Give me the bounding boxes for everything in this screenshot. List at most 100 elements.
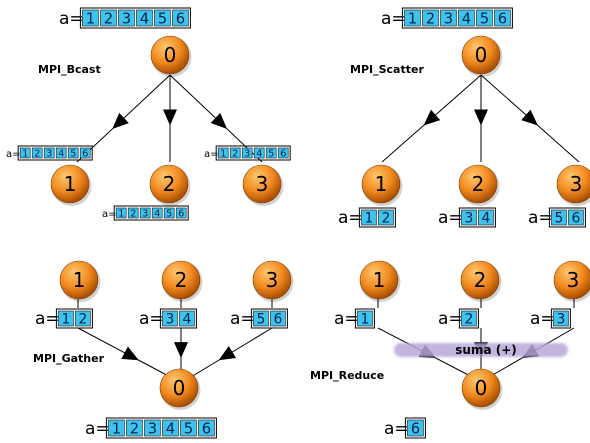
reduce-root-array-frame bbox=[404, 417, 426, 439]
reduce-node-3-rank: 3 bbox=[567, 268, 580, 292]
bcast-root-array-value: 4 bbox=[140, 10, 149, 27]
bcast-array-1-cell bbox=[79, 147, 91, 159]
scatter-array-3-cell bbox=[568, 209, 584, 226]
reduce-root-array-var: a= bbox=[384, 419, 409, 439]
bcast-array-2-value: 4 bbox=[154, 209, 160, 220]
scatter-array-2-var: a= bbox=[438, 208, 463, 228]
reduce-node-2: 2 bbox=[460, 260, 502, 302]
scatter-array-2-value: 3 bbox=[465, 211, 474, 227]
gather-root-array-cell bbox=[108, 419, 125, 437]
bcast-array-1-frame bbox=[17, 145, 93, 161]
bcast-root-array-var: a= bbox=[59, 9, 84, 29]
scatter-array-1-cell bbox=[378, 209, 394, 226]
scatter-edge-1-arrowhead bbox=[423, 109, 441, 126]
scatter-root-array-value: 3 bbox=[444, 10, 453, 27]
scatter-array-2-frame bbox=[458, 207, 496, 228]
scatter-node-3-ball bbox=[556, 164, 590, 204]
gather-edge-3-arrowhead bbox=[218, 345, 236, 361]
gather-array-3-cell bbox=[253, 310, 269, 327]
bcast-root-array-value: 2 bbox=[104, 10, 113, 27]
bcast-array-1-value: 5 bbox=[70, 149, 76, 160]
bcast-array-1-cell bbox=[55, 147, 67, 159]
bcast-node-0: 0 bbox=[150, 35, 192, 77]
bcast-array-3-cell bbox=[253, 147, 265, 159]
bcast-root-array-value: 1 bbox=[86, 10, 95, 27]
bcast-array-2-var: a= bbox=[102, 209, 117, 220]
scatter-node-2-rank: 2 bbox=[472, 172, 485, 196]
scatter-root-array-cell bbox=[440, 9, 457, 27]
bcast-array-3-value: 2 bbox=[232, 149, 238, 160]
gather-root-array-var: a= bbox=[85, 419, 110, 439]
gather-node-3: 3 bbox=[252, 260, 294, 302]
bcast-root-array-cell bbox=[118, 9, 135, 27]
bcast-array-3-value: 1 bbox=[220, 149, 226, 160]
reduce-array-3: a=3 bbox=[530, 308, 571, 329]
bcast-array-3-cell bbox=[229, 147, 241, 159]
reduce-node-3-ball bbox=[553, 260, 590, 300]
scatter-array-3-value: 6 bbox=[572, 211, 581, 227]
reduce-array-3-cell bbox=[553, 310, 569, 327]
reduce-array-1-value: 1 bbox=[361, 312, 370, 328]
gather-array-1-var: a= bbox=[35, 309, 60, 329]
scatter-array-1-frame bbox=[358, 207, 396, 228]
gather-array-3-value: 6 bbox=[274, 312, 283, 328]
reduce-operation-label: suma (+) bbox=[455, 343, 517, 357]
gather-array-1-frame bbox=[55, 308, 93, 329]
scatter-root-array-value: 4 bbox=[462, 10, 471, 27]
bcast-array-1-value: 2 bbox=[34, 149, 40, 160]
bcast-array-1-cell bbox=[31, 147, 43, 159]
gather-node-2-ball bbox=[161, 260, 201, 300]
gather-root-array-cell bbox=[180, 419, 197, 437]
reduce-array-1-var: a= bbox=[334, 309, 359, 329]
gather-array-3-var: a= bbox=[230, 309, 255, 329]
bcast-node-3-rank: 3 bbox=[256, 172, 269, 196]
reduce-node-1-rank: 1 bbox=[373, 268, 386, 292]
gather-root-array-frame bbox=[105, 417, 217, 439]
bcast-array-1-cell bbox=[67, 147, 79, 159]
gather-node-0-ball bbox=[159, 368, 199, 408]
bcast-node-1-rank: 1 bbox=[64, 172, 77, 196]
scatter-root-array-frame bbox=[401, 7, 513, 29]
scatter-edge-2-arrowhead bbox=[474, 109, 488, 126]
bcast-node-0-ball bbox=[150, 35, 190, 75]
bcast-array-2-cell bbox=[127, 207, 139, 219]
gather-node-0-rank: 0 bbox=[173, 376, 186, 400]
scatter-array-1-var: a= bbox=[338, 208, 363, 228]
gather-array-3-cell bbox=[270, 310, 286, 327]
reduce-node-0: 0 bbox=[461, 368, 503, 410]
gather-root-array-value: 3 bbox=[148, 420, 157, 437]
bcast-array-2-cell bbox=[175, 207, 187, 219]
reduce-operation-band bbox=[394, 343, 568, 357]
bcast-title: MPI_Bcast bbox=[38, 63, 101, 76]
bcast-node-2-ball bbox=[149, 164, 189, 204]
bcast-array-2-cell bbox=[151, 207, 163, 219]
bcast-root-array-value: 6 bbox=[176, 10, 185, 27]
scatter-node-1-ball bbox=[361, 164, 401, 204]
gather-root-array-value: 1 bbox=[112, 420, 121, 437]
scatter-array-2-value: 4 bbox=[482, 211, 491, 227]
bcast-root-array-cell bbox=[82, 9, 99, 27]
bcast-array-3-cell bbox=[265, 147, 277, 159]
bcast-array-2-cell bbox=[139, 207, 151, 219]
bcast-array-1-var: a= bbox=[6, 149, 21, 160]
bcast-node-3-ball bbox=[242, 164, 282, 204]
scatter-title: MPI_Scatter bbox=[350, 63, 424, 76]
bcast-array-2-value: 1 bbox=[118, 209, 124, 220]
bcast-root-array-cell bbox=[172, 9, 189, 27]
bcast-array-3-value: 4 bbox=[256, 149, 262, 160]
scatter-node-3: 3 bbox=[556, 164, 590, 206]
gather-root-array-value: 4 bbox=[166, 420, 175, 437]
reduce-node-2-ball bbox=[460, 260, 500, 300]
gather-root-array-cell bbox=[126, 419, 143, 437]
bcast-array-3-value: 5 bbox=[268, 149, 274, 160]
scatter-array-1-value: 2 bbox=[382, 211, 391, 227]
bcast-edge-2-arrowhead bbox=[163, 109, 177, 126]
scatter-root-array-value: 1 bbox=[408, 10, 417, 27]
